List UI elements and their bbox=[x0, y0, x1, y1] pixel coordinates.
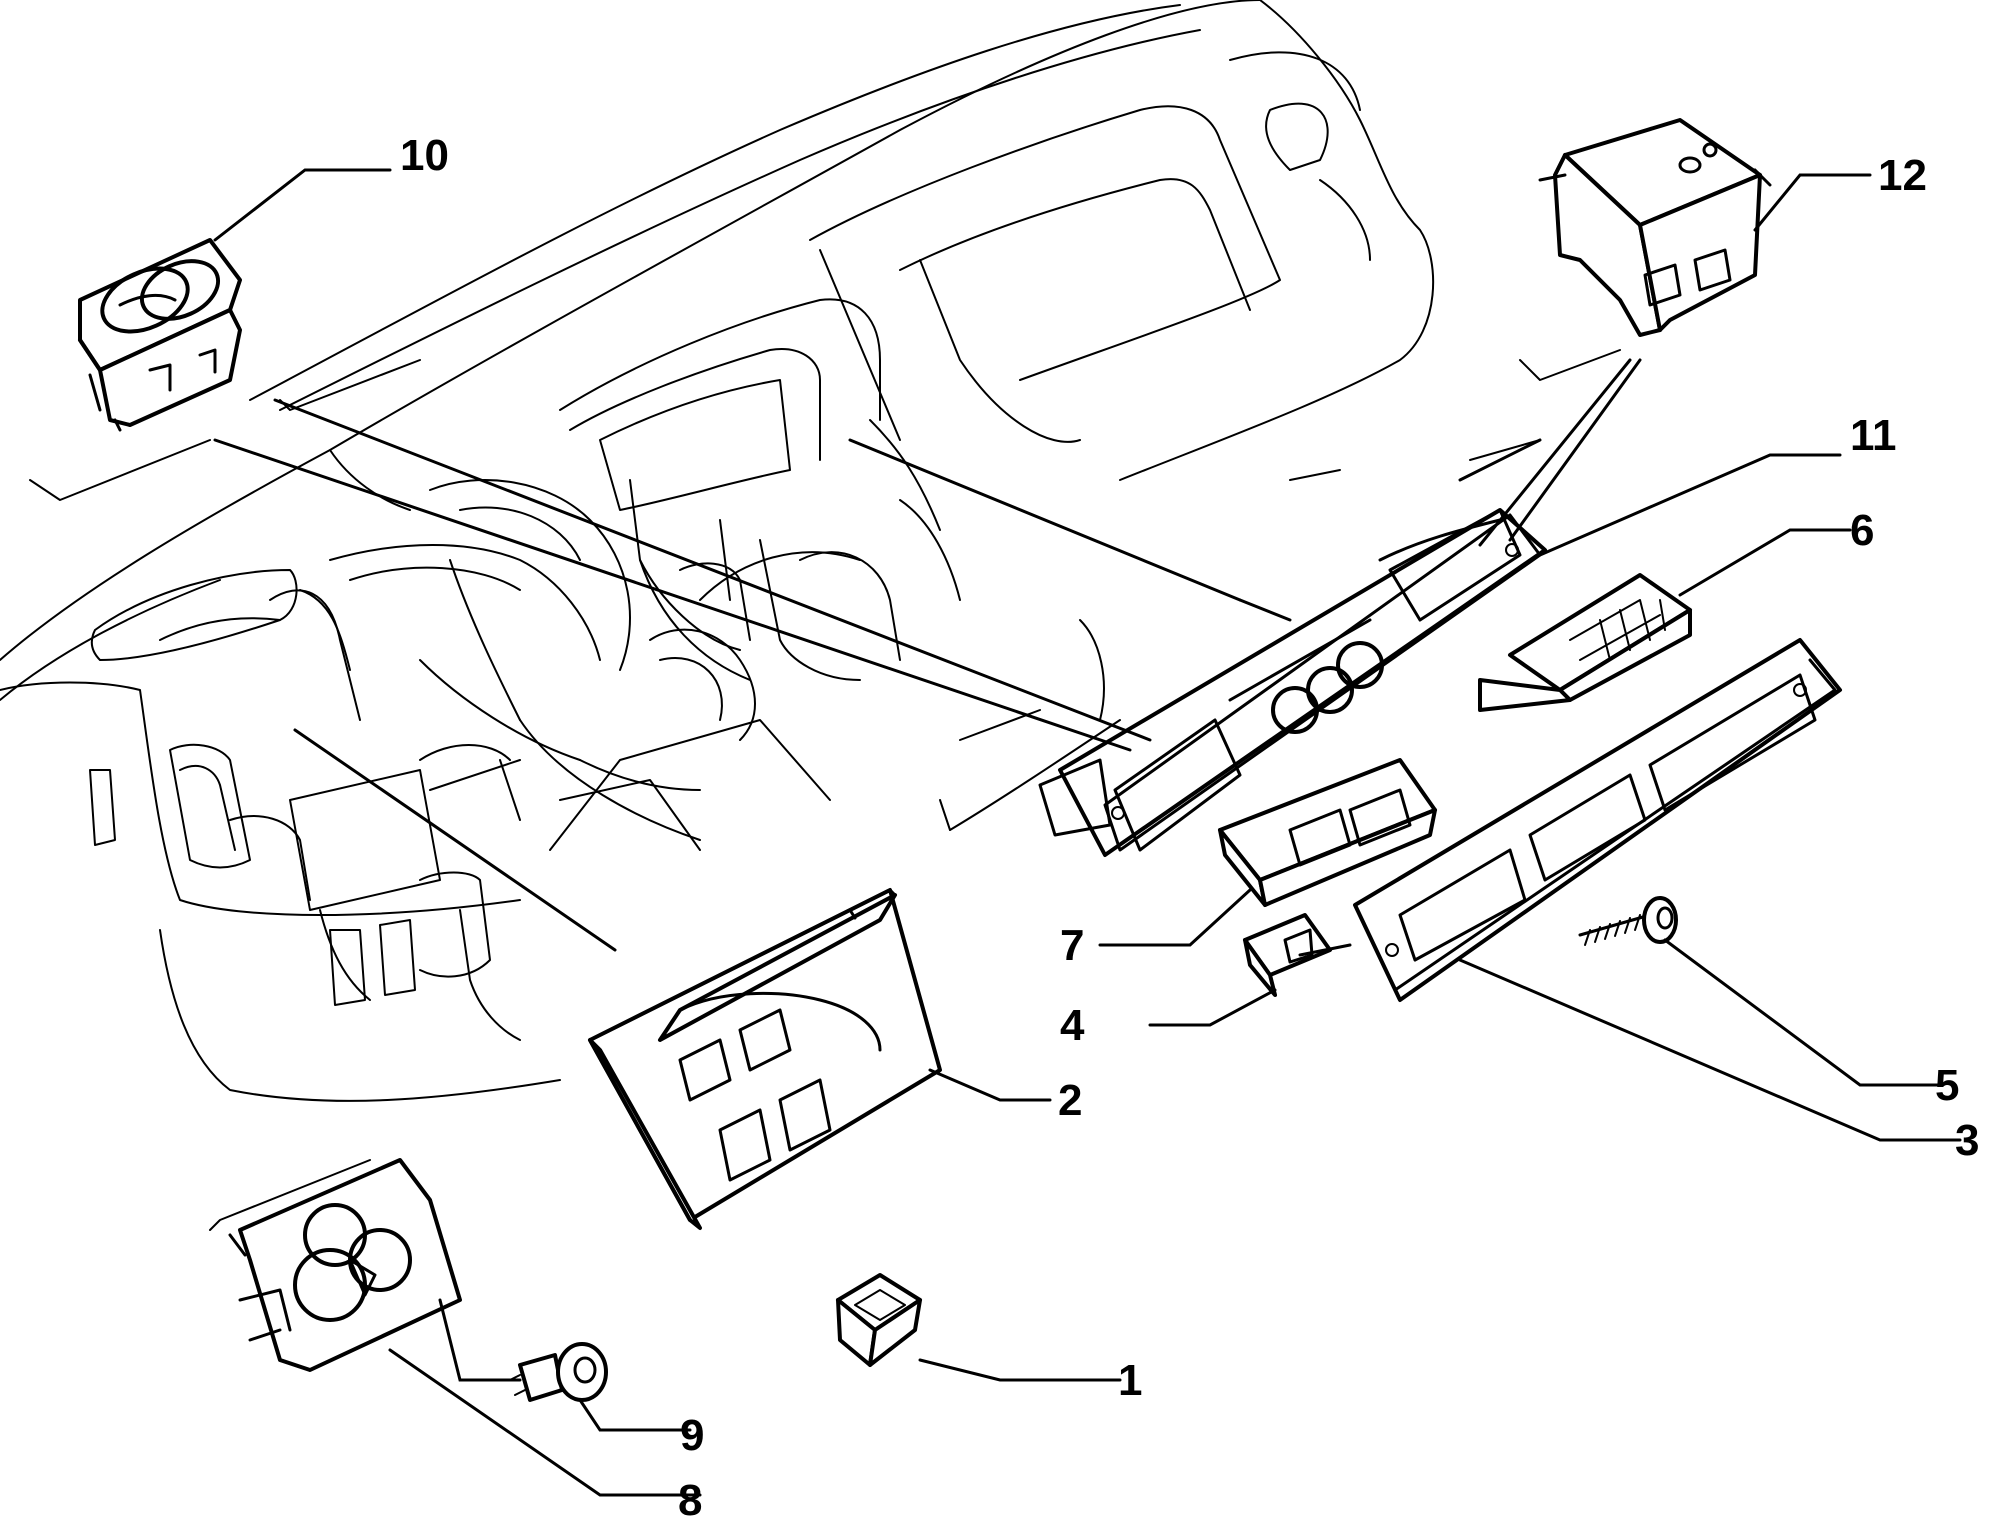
part-3-lower-panel bbox=[1353, 638, 1842, 1002]
part-12-switch-housing bbox=[1538, 118, 1772, 337]
callout-label-5: 5 bbox=[1935, 1061, 1959, 1110]
callout-label-7: 7 bbox=[1060, 921, 1084, 970]
callout-label-9: 9 bbox=[680, 1411, 704, 1460]
part-6-connector-block bbox=[1478, 573, 1692, 712]
part-9-knob bbox=[509, 1342, 608, 1402]
callout-label-1: 1 bbox=[1118, 1356, 1142, 1405]
dashboard-outline bbox=[0, 0, 1621, 1231]
part-7-switch-module bbox=[1218, 758, 1437, 907]
part-5-screw bbox=[1578, 896, 1678, 946]
callout-label-4: 4 bbox=[1060, 1001, 1085, 1050]
callout-label-10: 10 bbox=[400, 131, 449, 180]
part-8-cup-holder-bottom bbox=[228, 1158, 462, 1372]
part-2-switch-bezel bbox=[588, 888, 942, 1230]
part-1-push-switch bbox=[836, 1273, 922, 1367]
assembly-lines bbox=[213, 358, 1642, 957]
part-4-clip bbox=[1243, 913, 1332, 997]
callout-label-8: 8 bbox=[678, 1476, 702, 1518]
callout-label-2: 2 bbox=[1058, 1076, 1082, 1125]
callout-label-12: 12 bbox=[1878, 151, 1927, 200]
callout-label-11: 11 bbox=[1850, 411, 1897, 460]
callout-label-3: 3 bbox=[1955, 1116, 1979, 1165]
callout-leaders bbox=[213, 168, 1962, 1497]
callout-label-6: 6 bbox=[1850, 506, 1874, 555]
part-10-cup-holder bbox=[78, 238, 242, 432]
callout-labels: 1 2 3 4 5 6 7 8 9 10 11 12 bbox=[400, 131, 1979, 1518]
